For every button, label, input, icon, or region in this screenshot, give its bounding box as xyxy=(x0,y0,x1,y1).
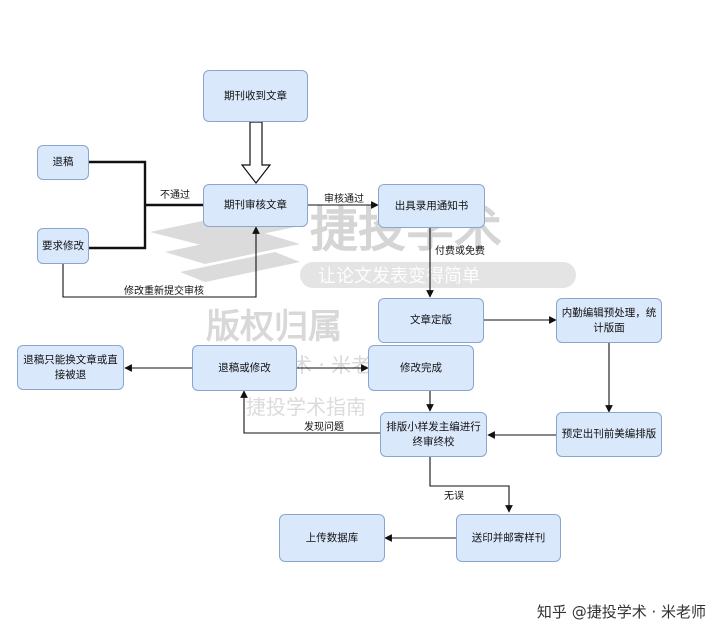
label-resubmit: 修改重新提交审核 xyxy=(124,286,204,297)
node-review: 期刊审核文章 xyxy=(203,184,308,227)
node-receive: 期刊收到文章 xyxy=(203,70,308,122)
node-revision-done: 修改完成 xyxy=(368,345,474,391)
label-pay: 付费或免费 xyxy=(435,246,485,257)
node-scheduled-layout: 预定出刊前美编排版 xyxy=(556,412,662,457)
footer-attribution: 知乎 @捷投学术 · 米老师 xyxy=(536,603,706,621)
node-print-mail: 送印并邮寄样刊 xyxy=(456,514,561,562)
label-not-pass: 不通过 xyxy=(160,190,190,201)
block-arrow-receive-to-review xyxy=(240,121,272,184)
edge-no-error xyxy=(429,457,513,513)
node-reject: 退稿 xyxy=(37,145,89,180)
node-typeset-proof: 排版小样发主编进行终审终校 xyxy=(380,412,487,457)
label-pass: 审核通过 xyxy=(324,194,364,205)
node-editor-preprocess: 内勤编辑预处理，统计版面 xyxy=(556,298,662,343)
edge-problem xyxy=(240,390,380,434)
node-finalize: 文章定版 xyxy=(378,298,484,343)
edge-resubmit xyxy=(62,226,260,298)
node-revise-request: 要求修改 xyxy=(37,228,89,264)
edge-reject-bracket xyxy=(89,160,147,250)
node-acceptance: 出具录用通知书 xyxy=(378,184,485,228)
label-problem: 发现问题 xyxy=(304,422,344,433)
node-reject-or-revise: 退稿或修改 xyxy=(192,345,297,391)
node-upload-db: 上传数据库 xyxy=(279,514,385,562)
label-no-error: 无误 xyxy=(444,491,464,502)
node-reject-final: 退稿只能换文章或直接被退 xyxy=(17,345,124,390)
